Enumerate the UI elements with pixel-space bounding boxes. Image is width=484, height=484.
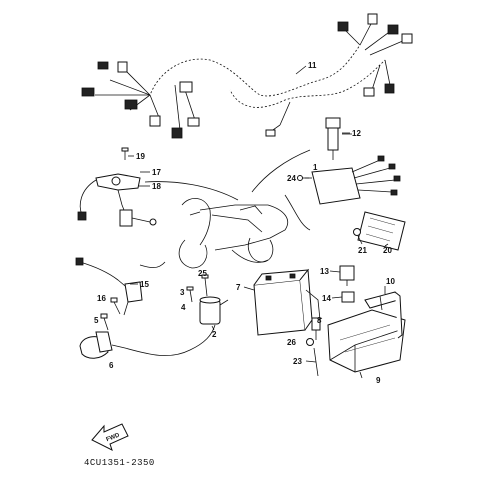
callout-18: 18 xyxy=(152,182,161,191)
fuse-part-8 xyxy=(311,317,321,340)
callout-2: 2 xyxy=(212,330,217,339)
callout-5: 5 xyxy=(94,316,99,325)
electronic-unit-part-1 xyxy=(305,155,401,205)
sub-harness-part-15 xyxy=(75,257,143,316)
screw-part-19 xyxy=(121,147,129,160)
callout-16: 16 xyxy=(97,294,106,303)
scooter-body-outline xyxy=(178,198,289,269)
relay-part-13 xyxy=(339,265,355,286)
callout-labels: 11 12 19 17 18 1 24 21 20 25 15 16 3 4 2… xyxy=(94,61,395,385)
callout-21: 21 xyxy=(358,246,367,255)
callout-1: 1 xyxy=(313,163,318,172)
callout-9: 9 xyxy=(376,376,381,385)
callout-17: 17 xyxy=(152,168,161,177)
document-code: 4CU1351-2350 xyxy=(84,458,155,468)
bracket-part-10 xyxy=(364,291,403,339)
bolt-part-24 xyxy=(297,175,309,181)
callout-24: 24 xyxy=(287,174,296,183)
horn-part-6 xyxy=(79,331,126,359)
nut-part-21 xyxy=(353,228,361,236)
callout-23: 23 xyxy=(293,357,302,366)
callout-7: 7 xyxy=(236,283,241,292)
ignition-coil-part-2 xyxy=(199,296,229,325)
sensor-assembly-parts-17-18 xyxy=(77,173,157,227)
wire-harness-part-11 xyxy=(81,13,413,139)
wire-to-coil xyxy=(124,324,216,356)
callout-20: 20 xyxy=(383,246,392,255)
callout-6: 6 xyxy=(109,361,114,370)
callout-4: 4 xyxy=(181,303,186,312)
callout-12: 12 xyxy=(352,129,361,138)
battery-part-7 xyxy=(253,268,321,336)
callout-8: 8 xyxy=(317,316,322,325)
callout-14: 14 xyxy=(322,294,331,303)
screw-part-25 xyxy=(201,274,209,297)
front-direction-arrow: FWD xyxy=(91,423,129,451)
battery-tray-part-9 xyxy=(327,309,406,379)
callout-15: 15 xyxy=(140,280,149,289)
relay-part-14 xyxy=(341,291,355,303)
callout-3: 3 xyxy=(180,288,185,297)
bolt-part-16 xyxy=(110,297,121,315)
fwd-label: FWD xyxy=(106,432,122,443)
bolt-part-5 xyxy=(100,313,109,331)
callout-26: 26 xyxy=(287,338,296,347)
leader-lines xyxy=(139,149,311,269)
screw-part-3 xyxy=(186,286,194,303)
callout-19: 19 xyxy=(136,152,145,161)
callout-10: 10 xyxy=(386,277,395,286)
callout-13: 13 xyxy=(320,267,329,276)
plate-part-20 xyxy=(357,211,406,251)
callout-25: 25 xyxy=(198,269,207,278)
switch-part-12 xyxy=(325,117,352,160)
callout-11: 11 xyxy=(308,61,317,70)
nut-part-26 xyxy=(306,338,314,346)
